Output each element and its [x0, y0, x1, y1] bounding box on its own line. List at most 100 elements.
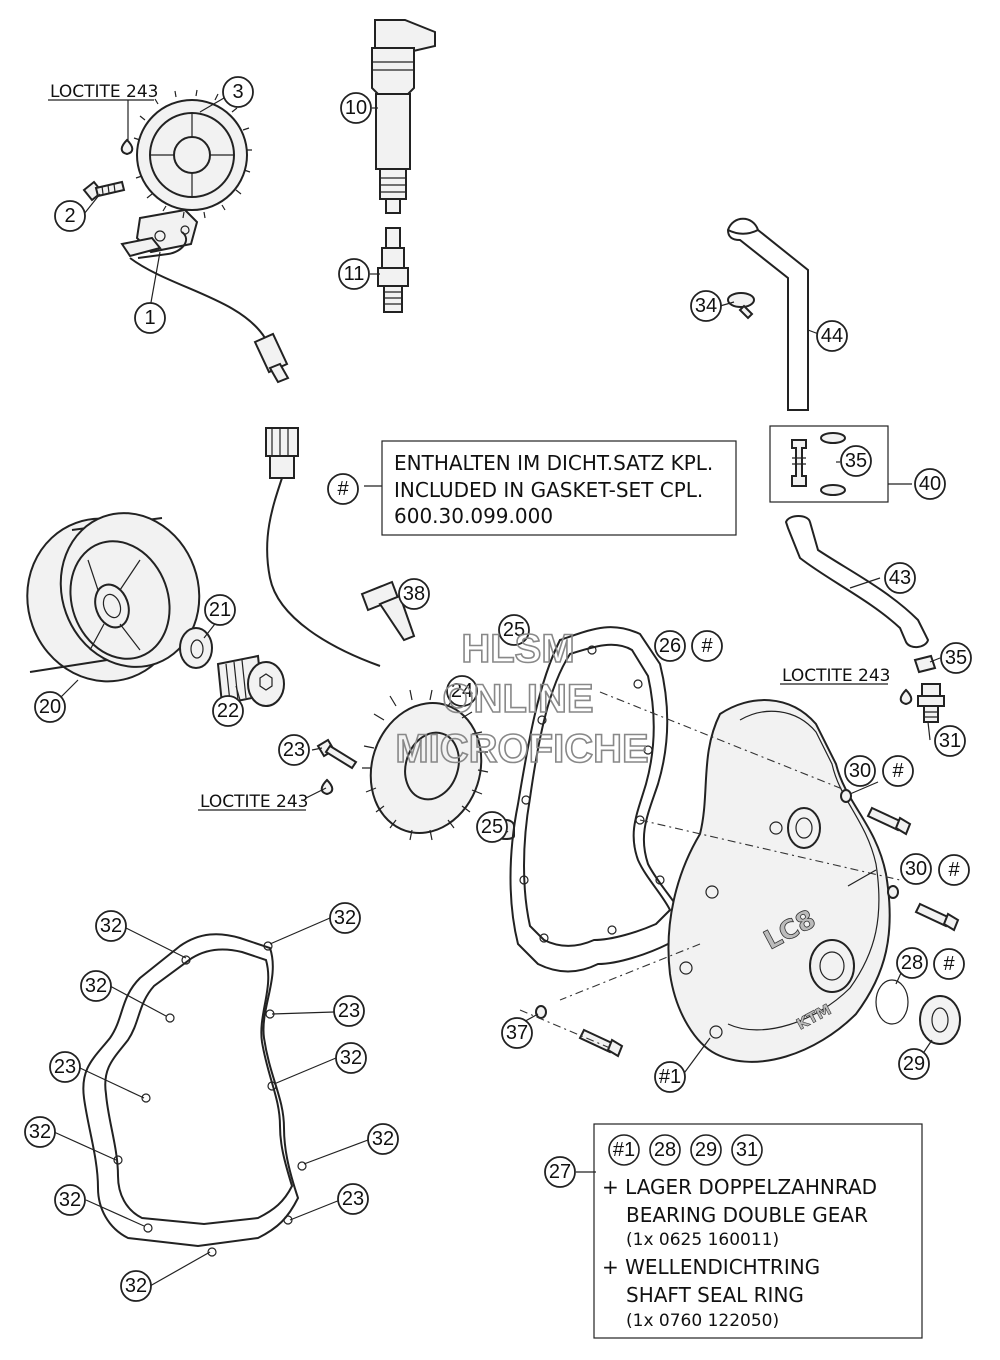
callout-c32c: 32	[80, 970, 112, 1002]
callout-number: 22	[217, 700, 239, 722]
kit-line2: BEARING DOUBLE GEAR	[626, 1203, 868, 1227]
callout-circle	[498, 614, 530, 646]
callout-circle	[337, 1183, 369, 1215]
callout-circle	[340, 92, 372, 124]
loctite-label-3: LOCTITE 243	[780, 666, 891, 686]
o-ring	[875, 979, 909, 1025]
callout-circle	[34, 691, 66, 723]
callout-c44: 44	[816, 320, 848, 352]
callout-number: 34	[695, 295, 717, 317]
callout-number: 38	[403, 583, 425, 605]
callout-number: 23	[283, 739, 305, 761]
callout-number: 35	[945, 647, 967, 669]
callout-circle	[327, 473, 359, 505]
callout-circle	[204, 594, 236, 626]
callout-number: 32	[100, 915, 122, 937]
callout-c32h: 32	[120, 1270, 152, 1302]
callout-number: #	[337, 478, 349, 500]
callout-number: 26	[659, 635, 681, 657]
callout-circle	[49, 1051, 81, 1083]
callout-circle	[840, 445, 872, 477]
screw-plug	[919, 995, 961, 1045]
svg-text:#1: #1	[613, 1139, 635, 1161]
callout-number: 30	[849, 760, 871, 782]
leader-lines	[53, 97, 941, 1287]
kit-line3: (1x 0625 160011)	[626, 1230, 779, 1250]
rotor-flywheel	[26, 512, 201, 683]
callout-c22: 22	[212, 695, 244, 727]
callout-c10: 10	[340, 92, 372, 124]
callout-number: 11	[344, 263, 365, 285]
callout-c1h: #1	[654, 1061, 686, 1093]
gasket-note-line2: INCLUDED IN GASKET-SET CPL.	[394, 478, 703, 502]
callout-number: 23	[54, 1056, 76, 1078]
callout-circle	[333, 995, 365, 1027]
callout-circle	[54, 1184, 86, 1216]
vent-hose-lower	[784, 515, 937, 674]
ignition-coil	[371, 19, 436, 214]
kit-ref-1: #1	[608, 1134, 640, 1166]
callout-c21: 21	[204, 594, 236, 626]
svg-text:LOCTITE 243: LOCTITE 243	[50, 82, 159, 102]
callout-number: 31	[939, 730, 961, 752]
svg-text:MICROFICHE: MICROFICHE	[395, 727, 648, 771]
callout-number: 29	[903, 1053, 925, 1075]
callout-circle	[335, 1042, 367, 1074]
cover-screw-bottom	[535, 1005, 624, 1058]
callout-c30a: 30	[844, 755, 876, 787]
vent-hose-upper	[726, 217, 809, 411]
callout-c23b: 23	[333, 995, 365, 1027]
callout-number: 21	[209, 599, 231, 621]
callout-circle	[934, 725, 966, 757]
callout-number: #	[701, 635, 713, 657]
callout-circle	[896, 947, 928, 979]
callout-circle	[54, 200, 86, 232]
callout-circle	[278, 734, 310, 766]
loctite-drop-icon-right	[899, 688, 913, 706]
callout-c32f: 32	[367, 1123, 399, 1155]
callout-circle	[367, 1123, 399, 1155]
svg-text:LOCTITE 243: LOCTITE 243	[200, 792, 309, 812]
callout-c20: 20	[34, 691, 66, 723]
callout-number: 32	[85, 975, 107, 997]
callout-circle	[690, 290, 722, 322]
callout-c32d: 32	[335, 1042, 367, 1074]
stator-coil	[362, 689, 489, 841]
callout-number: 10	[345, 97, 367, 119]
callout-number: 27	[549, 1161, 571, 1183]
callout-number: 32	[334, 907, 356, 929]
callout-number: 32	[59, 1189, 81, 1211]
callout-number: 28	[901, 952, 923, 974]
svg-text:29: 29	[695, 1139, 717, 1161]
callout-circle	[398, 578, 430, 610]
callout-c27: 27	[544, 1156, 576, 1188]
callout-circle	[898, 1048, 930, 1080]
callout-c3: 3	[222, 76, 254, 108]
callout-circle	[654, 630, 686, 662]
gasket-bolt-holes	[519, 645, 665, 943]
position-sensor	[360, 580, 416, 642]
callout-number: #	[892, 760, 904, 782]
callout-number: #1	[659, 1066, 681, 1088]
callout-number: 37	[506, 1022, 528, 1044]
callout-number: 32	[29, 1121, 51, 1143]
kit-ref-29: 29	[690, 1134, 722, 1166]
callout-circle	[338, 258, 370, 290]
hose-clamp	[727, 292, 755, 320]
crankcase-gasket	[82, 933, 300, 1248]
fitting-kit-frame	[769, 425, 889, 503]
sensor-bolt	[82, 180, 126, 202]
callout-number: 23	[338, 1000, 360, 1022]
callout-circle	[816, 320, 848, 352]
callout-circle	[446, 675, 478, 707]
callout-c31: 31	[934, 725, 966, 757]
callout-number: #	[943, 953, 955, 975]
callout-circle	[691, 630, 723, 662]
kit-line4: + WELLENDICHTRING	[602, 1255, 820, 1279]
callout-circle	[940, 642, 972, 674]
callout-number: 3	[232, 81, 243, 103]
callout-circle	[329, 902, 361, 934]
callout-c1: 1	[134, 302, 166, 334]
callout-number: 2	[64, 205, 75, 227]
